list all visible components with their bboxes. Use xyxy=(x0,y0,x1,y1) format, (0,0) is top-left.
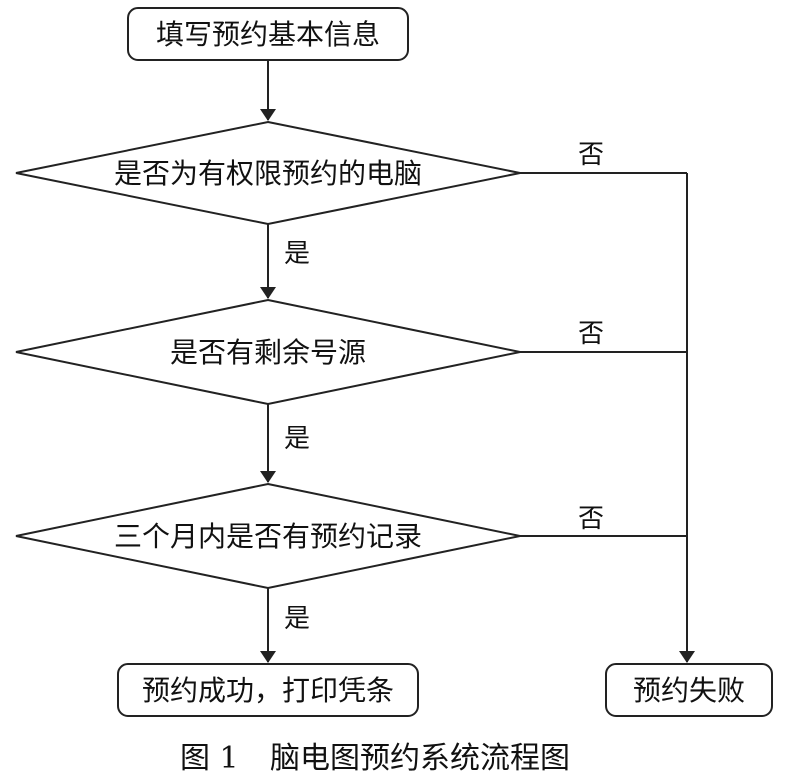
success-node-box xyxy=(117,663,419,717)
failure-node-box xyxy=(605,663,773,717)
edge-label-yes-1: 是 xyxy=(284,239,310,269)
decision-permission: 是否为有权限预约的电脑 xyxy=(15,120,521,226)
success-node-label: 预约成功，打印凭条 xyxy=(142,674,394,707)
figure-number: 图 1 xyxy=(180,741,239,776)
decision-permission-label: 是否为有权限预约的电脑 xyxy=(114,157,422,190)
decision-recent-label: 三个月内是否有预约记录 xyxy=(114,520,422,553)
success-node: 预约成功，打印凭条 xyxy=(117,663,419,717)
failure-node-label: 预约失败 xyxy=(633,674,745,707)
start-node: 填写预约基本信息 xyxy=(127,7,409,61)
decision-slots: 是否有剩余号源 xyxy=(15,298,521,406)
figure-title: 脑电图预约系统流程图 xyxy=(270,741,570,776)
edge-label-no-3: 否 xyxy=(578,504,604,534)
edge-label-yes-3: 是 xyxy=(284,604,310,634)
start-node-label: 填写预约基本信息 xyxy=(156,18,380,51)
decision-slots-label: 是否有剩余号源 xyxy=(170,336,366,369)
edge-label-yes-2: 是 xyxy=(284,424,310,454)
failure-node: 预约失败 xyxy=(605,663,773,717)
edge-label-no-1: 否 xyxy=(578,140,604,170)
decision-recent: 三个月内是否有预约记录 xyxy=(15,482,521,590)
edge-label-no-2: 否 xyxy=(578,319,604,349)
